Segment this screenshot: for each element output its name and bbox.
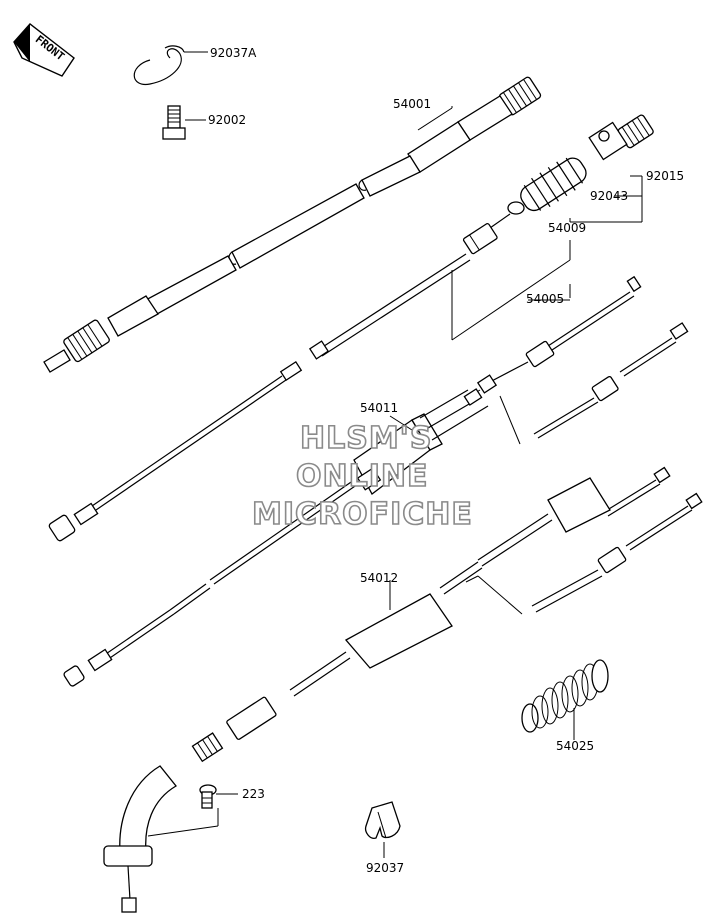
part-54005-cable-strand <box>469 275 642 397</box>
watermark-line-3: MICROFICHE <box>252 497 473 532</box>
part-label-54012: 54012 <box>360 571 398 585</box>
part-label-54001: 54001 <box>393 97 431 111</box>
part-54011-upper-cable <box>499 322 689 445</box>
part-54001-speedometer-cable <box>43 76 542 373</box>
part-92037A-clip <box>133 45 208 86</box>
part-54011-lower-cable <box>63 479 359 687</box>
part-223-screw <box>147 784 238 837</box>
part-label-92043: 92043 <box>590 189 628 203</box>
part-label-92037A: 92037A <box>210 46 257 60</box>
part-cable-left-lower <box>48 361 303 542</box>
part-label-223: 223 <box>242 787 265 801</box>
part-label-92002: 92002 <box>208 113 246 127</box>
part-54012-secondary-cable <box>531 492 703 613</box>
front-arrow-badge: FRONT <box>13 23 75 77</box>
part-54011-junction-box <box>353 388 489 495</box>
part-label-54025: 54025 <box>556 739 594 753</box>
part-54012-throttle-cable <box>103 466 671 913</box>
watermark: HLSM'S ONLINE MICROFICHE <box>251 420 473 533</box>
part-54025-spring <box>521 659 609 740</box>
part-92037-clamp <box>364 801 401 858</box>
part-label-92037: 92037 <box>366 861 404 875</box>
part-label-54005: 54005 <box>526 292 564 306</box>
part-54005-callout <box>451 240 571 341</box>
watermark-line-1: HLSM'S <box>300 421 432 456</box>
part-92002-bolt <box>162 105 206 140</box>
part-label-54009: 54009 <box>548 221 586 235</box>
part-54009-bellows-housing <box>308 114 654 360</box>
part-label-54011: 54011 <box>360 401 398 415</box>
watermark-line-2: ONLINE <box>296 459 429 494</box>
part-label-92015: 92015 <box>646 169 684 183</box>
